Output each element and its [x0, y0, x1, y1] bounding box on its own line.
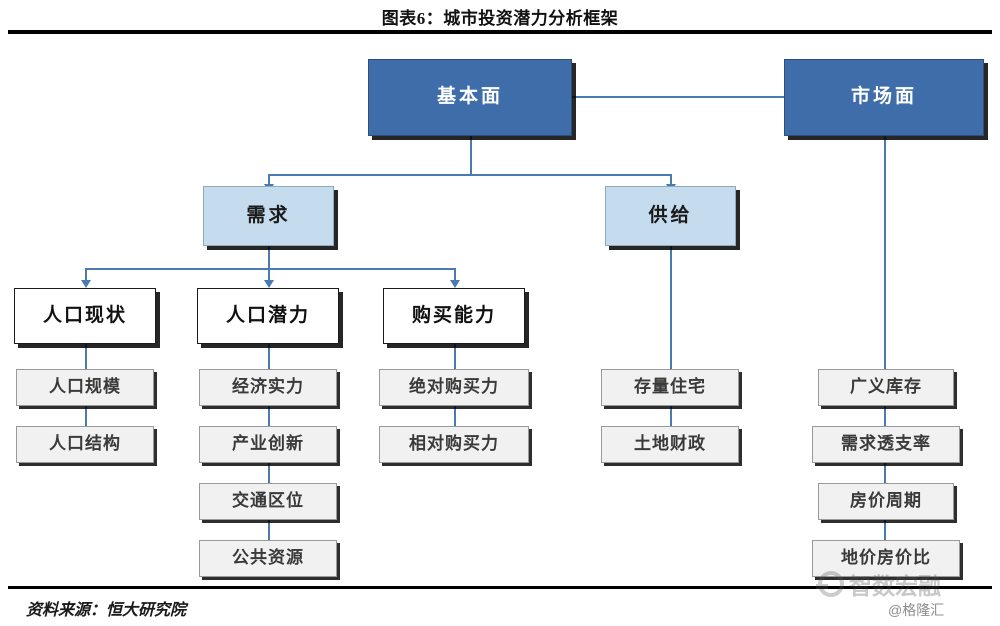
node-population-structure[interactable]: 人口结构 [16, 426, 154, 463]
node-public-resources-label: 公共资源 [232, 548, 304, 568]
node-transport-location[interactable]: 交通区位 [199, 483, 337, 520]
connector-demand-stem [268, 246, 270, 268]
node-fundamentals-label: 基本面 [436, 86, 503, 108]
node-population-scale[interactable]: 人口规模 [16, 369, 154, 406]
connector-to-population-status [85, 268, 87, 282]
node-land-finance[interactable]: 土地财政 [601, 426, 739, 463]
node-market[interactable]: 市场面 [784, 59, 984, 136]
node-supply[interactable]: 供给 [605, 186, 736, 246]
connector-population-potential-chain [268, 344, 270, 369]
connector-housing-stock-chain [670, 406, 672, 426]
node-land-to-house-price-ratio-label: 地价房价比 [841, 548, 931, 568]
node-population-potential[interactable]: 人口潜力 [197, 288, 339, 344]
node-house-price-cycle[interactable]: 房价周期 [818, 483, 954, 520]
connector-broad-inventory-chain [884, 406, 886, 426]
connector-industrial-innovation-chain [268, 463, 270, 483]
node-absolute-purchasing-power-label: 绝对购买力 [409, 377, 499, 397]
connector-fundamentals-to-market [572, 96, 784, 98]
node-demand-overdraft-rate-label: 需求透支率 [841, 434, 931, 454]
node-purchasing-power[interactable]: 购买能力 [383, 288, 525, 344]
node-relative-purchasing-power-label: 相对购买力 [409, 434, 499, 454]
connector-transport-location-chain [268, 520, 270, 540]
node-population-status[interactable]: 人口现状 [14, 288, 156, 344]
node-demand-label: 需求 [246, 204, 291, 226]
node-demand[interactable]: 需求 [203, 186, 334, 246]
figure-source: 资料来源：恒大研究院 [26, 602, 187, 619]
connector-to-purchasing-power [454, 268, 456, 282]
node-transport-location-label: 交通区位 [232, 491, 304, 511]
node-population-structure-label: 人口结构 [49, 434, 121, 454]
connector-demand-overdraft-chain [884, 463, 886, 483]
watermark-handle: @格隆汇 [888, 602, 945, 618]
node-demand-overdraft-rate[interactable]: 需求透支率 [812, 426, 960, 463]
connector-population-scale-chain [85, 406, 87, 426]
node-public-resources[interactable]: 公共资源 [199, 540, 337, 577]
connector-to-supply [670, 174, 672, 186]
figure-title: 图表6：城市投资潜力分析框架 [381, 9, 619, 28]
node-economic-strength-label: 经济实力 [232, 377, 304, 397]
arrow-to-purchasing-power [450, 280, 460, 288]
node-housing-stock[interactable]: 存量住宅 [601, 369, 739, 406]
arrow-to-population-potential [264, 280, 274, 288]
top-rule [8, 30, 992, 34]
connector-population-status-chain [85, 344, 87, 369]
node-industrial-innovation[interactable]: 产业创新 [199, 426, 337, 463]
node-house-price-cycle-label: 房价周期 [850, 491, 922, 511]
node-industrial-innovation-label: 产业创新 [232, 434, 304, 454]
bottom-rule [8, 586, 992, 589]
connector-economic-strength-chain [268, 406, 270, 426]
node-population-scale-label: 人口规模 [49, 377, 121, 397]
node-supply-label: 供给 [648, 204, 693, 226]
connector-to-demand [268, 174, 270, 186]
node-broad-inventory-label: 广义库存 [850, 377, 922, 397]
node-land-finance-label: 土地财政 [634, 434, 706, 454]
connector-market-to-inventory [884, 136, 886, 369]
connector-absolute-pp-chain [454, 406, 456, 426]
node-purchasing-power-label: 购买能力 [411, 304, 496, 326]
arrow-to-population-status [81, 280, 91, 288]
node-population-potential-label: 人口潜力 [225, 304, 310, 326]
connector-to-population-potential [268, 268, 270, 282]
node-relative-purchasing-power[interactable]: 相对购买力 [379, 426, 529, 463]
connector-fundamentals-stem [470, 136, 472, 174]
node-population-status-label: 人口现状 [42, 304, 127, 326]
connector-purchasing-power-chain [454, 344, 456, 369]
node-broad-inventory[interactable]: 广义库存 [818, 369, 954, 406]
node-housing-stock-label: 存量住宅 [634, 377, 706, 397]
node-economic-strength[interactable]: 经济实力 [199, 369, 337, 406]
connector-fundamentals-bus [268, 174, 672, 176]
node-market-label: 市场面 [850, 86, 917, 108]
node-land-to-house-price-ratio[interactable]: 地价房价比 [812, 540, 960, 577]
node-absolute-purchasing-power[interactable]: 绝对购买力 [379, 369, 529, 406]
connector-house-price-cycle-chain [884, 520, 886, 540]
node-fundamentals[interactable]: 基本面 [368, 59, 572, 136]
connector-supply-to-housing-stock [670, 246, 672, 369]
